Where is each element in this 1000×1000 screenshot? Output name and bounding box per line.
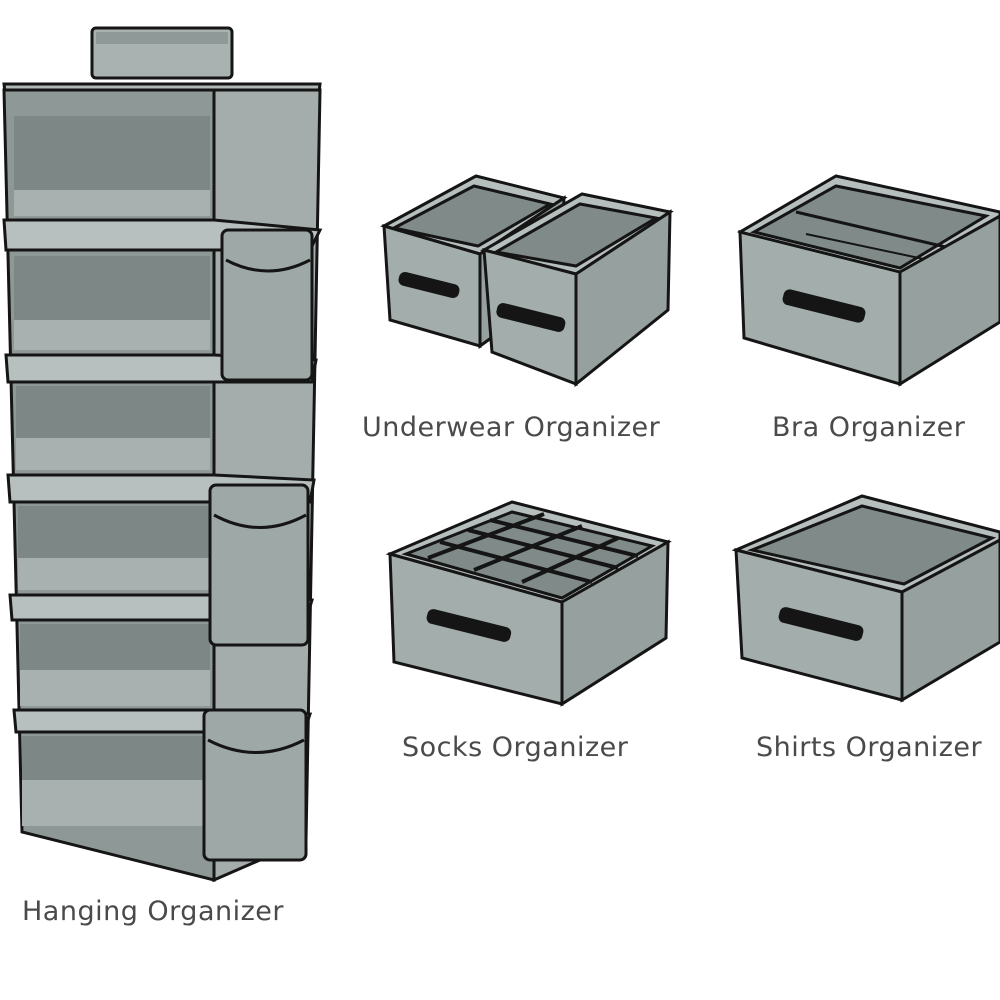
socks-organizer-label: Socks Organizer [402,732,629,763]
bra-organizer-image [736,172,1000,387]
shirts-organizer-label: Shirts Organizer [756,732,983,763]
socks-organizer-image [386,498,672,708]
hanging-organizer-image [0,20,330,890]
hanging-organizer-label: Hanging Organizer [22,896,284,927]
shirts-organizer-image [732,492,1000,704]
bra-organizer-label: Bra Organizer [772,412,966,443]
underwear-organizer-image [380,170,680,390]
underwear-organizer-label: Underwear Organizer [362,412,661,443]
